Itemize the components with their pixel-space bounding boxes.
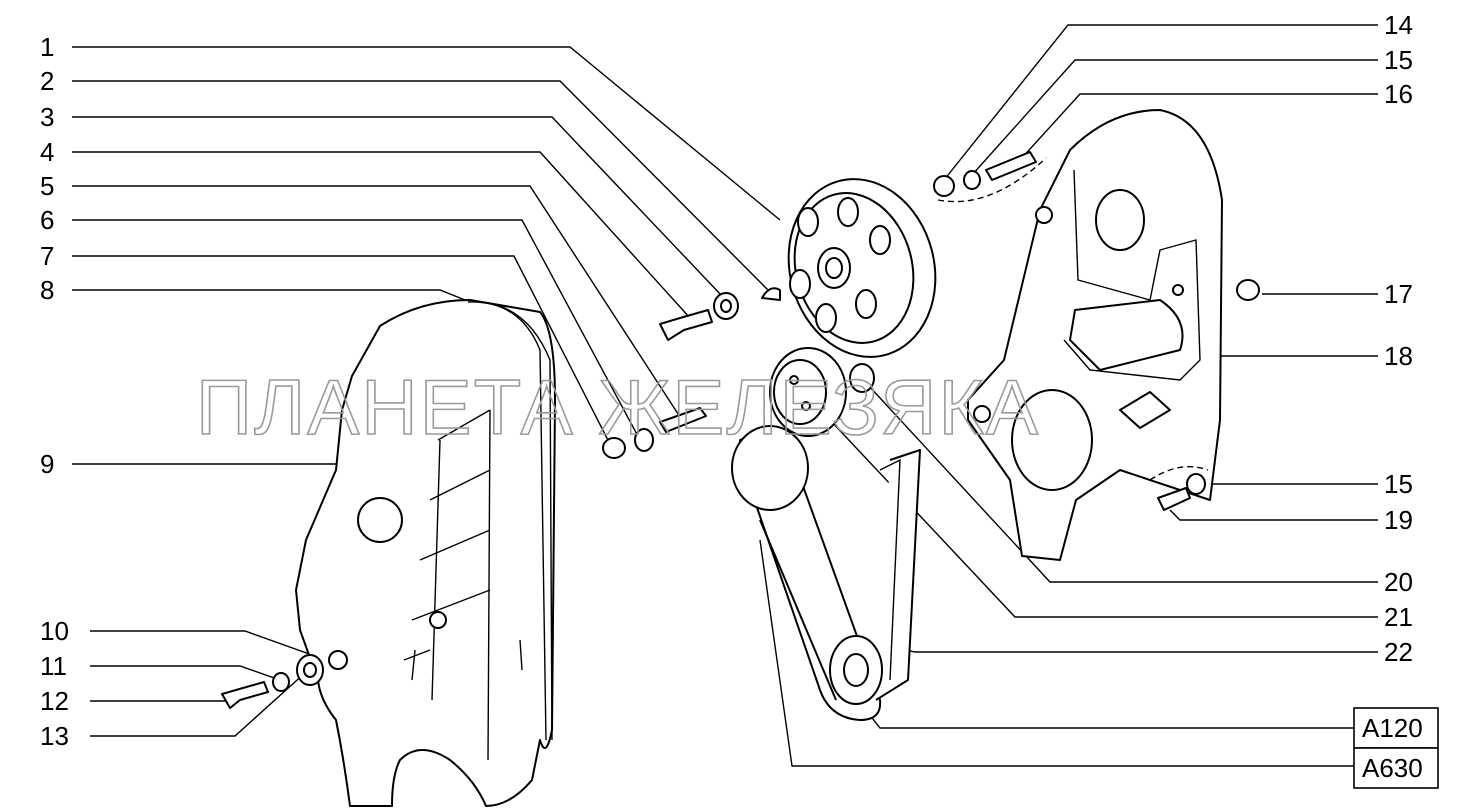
callout-12: 12 bbox=[40, 686, 69, 716]
tensioner-roller bbox=[602, 347, 875, 459]
leader-11 bbox=[90, 665, 281, 681]
timing-belt-inner-cover bbox=[967, 109, 1260, 561]
callout-2: 2 bbox=[40, 66, 54, 96]
stud-5 bbox=[659, 407, 707, 433]
callout-18: 18 bbox=[1384, 341, 1413, 371]
washer-15b bbox=[1186, 473, 1206, 495]
callout-22: 22 bbox=[1384, 637, 1413, 667]
leader-lines-left bbox=[72, 46, 781, 737]
watermark: ПЛАНЕТА ЖЕЛЕЗЯКА bbox=[196, 363, 1040, 451]
timing-belt-outer-cover bbox=[295, 299, 556, 807]
callout-15a: 15 bbox=[1384, 45, 1413, 75]
callout-3: 3 bbox=[40, 102, 54, 132]
washer-15 bbox=[963, 170, 981, 190]
leader-13 bbox=[90, 671, 307, 737]
callout-6: 6 bbox=[40, 205, 54, 235]
leader-a630 bbox=[759, 539, 1354, 767]
nut-14 bbox=[933, 175, 955, 197]
key-2 bbox=[761, 287, 781, 301]
callout-4: 4 bbox=[40, 137, 54, 167]
callout-20: 20 bbox=[1384, 567, 1413, 597]
callout-13: 13 bbox=[40, 721, 69, 751]
leader-5 bbox=[72, 185, 683, 421]
stud-16 bbox=[985, 151, 1037, 181]
leader-8 bbox=[72, 289, 471, 303]
timing-belt bbox=[731, 425, 921, 721]
reference-a120-label: A120 bbox=[1362, 713, 1423, 743]
leader-16 bbox=[1019, 93, 1378, 161]
leader-19 bbox=[1169, 509, 1378, 521]
bolt-19 bbox=[1157, 487, 1191, 511]
callout-21: 21 bbox=[1384, 602, 1413, 632]
camshaft-hardware bbox=[659, 287, 781, 341]
leader-14 bbox=[943, 24, 1378, 181]
reference-a630-label: A630 bbox=[1362, 753, 1423, 783]
nut-7 bbox=[602, 437, 626, 459]
callout-10: 10 bbox=[40, 616, 69, 646]
callout-15b: 15 bbox=[1384, 469, 1413, 499]
bolt-12 bbox=[221, 681, 269, 709]
callout-17: 17 bbox=[1384, 279, 1413, 309]
cover-fasteners bbox=[221, 650, 348, 709]
leader-22 bbox=[897, 647, 1378, 653]
nut-10 bbox=[328, 650, 348, 670]
camshaft-pulley bbox=[787, 178, 937, 358]
leader-2 bbox=[72, 80, 769, 291]
callout-5: 5 bbox=[40, 171, 54, 201]
plug-17 bbox=[1236, 279, 1260, 301]
leader-6 bbox=[72, 219, 641, 441]
callout-14: 14 bbox=[1384, 10, 1413, 40]
callout-16: 16 bbox=[1384, 79, 1413, 109]
callouts-left: 1 2 3 4 5 6 7 8 9 10 11 12 13 bbox=[40, 32, 69, 751]
reference-a630[interactable]: A630 bbox=[1353, 747, 1439, 789]
bolt-4 bbox=[659, 309, 713, 341]
leader-a120 bbox=[857, 699, 1354, 729]
washer-11 bbox=[272, 672, 290, 692]
leader-7 bbox=[72, 255, 613, 449]
callouts-right: 14 15 16 17 18 15 19 20 21 22 bbox=[1384, 10, 1413, 667]
washer-6 bbox=[634, 428, 654, 452]
leader-1 bbox=[72, 46, 781, 221]
leader-15a bbox=[971, 59, 1378, 176]
rear-cover-fasteners bbox=[933, 151, 1209, 511]
bracket bbox=[1119, 391, 1171, 429]
bushing-20 bbox=[849, 363, 875, 393]
leader-20 bbox=[867, 384, 1378, 583]
callout-9: 9 bbox=[40, 449, 54, 479]
reference-a120[interactable]: A120 bbox=[1353, 707, 1439, 749]
callout-8: 8 bbox=[40, 275, 54, 305]
leader-3 bbox=[72, 116, 723, 297]
callout-11: 11 bbox=[40, 651, 67, 681]
callout-1: 1 bbox=[40, 32, 54, 62]
leader-10 bbox=[90, 630, 327, 661]
callout-19: 19 bbox=[1384, 505, 1413, 535]
leader-4 bbox=[72, 151, 691, 319]
callout-7: 7 bbox=[40, 241, 54, 271]
